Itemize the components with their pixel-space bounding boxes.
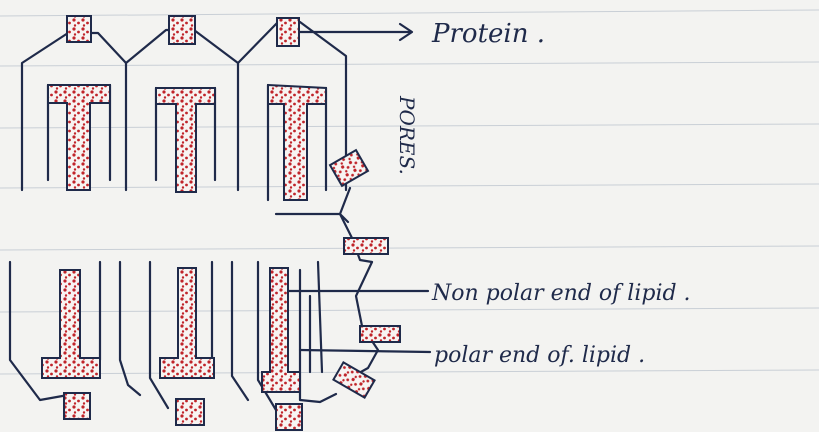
lower-t-protein-2	[159, 267, 215, 379]
protein-top-2	[168, 15, 196, 45]
pore-protein-3	[359, 325, 401, 343]
notebook-rules	[0, 9, 819, 375]
lower-lipid-outline-2	[148, 260, 250, 410]
lower-lipid-outline-1	[8, 260, 142, 402]
pore-protein-1	[328, 148, 370, 188]
upper-t-protein-3	[267, 83, 327, 201]
polar-label: polar end of. lipid .	[434, 343, 645, 368]
polar-arrow	[298, 348, 432, 354]
upper-t-protein-2	[155, 87, 216, 193]
protein-bottom-3	[275, 403, 303, 431]
protein-bottom-2	[175, 398, 205, 426]
pore-protein-4	[332, 360, 376, 400]
lower-t-protein-3	[261, 267, 301, 393]
pores-label-text: PORES.	[395, 95, 419, 175]
protein-top-3	[276, 17, 300, 47]
lower-t-protein-1	[41, 269, 101, 379]
protein-label: Protein .	[431, 19, 545, 49]
pores-label: PORES.	[395, 95, 419, 175]
lower-lipid-outline-3	[256, 260, 338, 412]
non-polar-label: Non polar end of lipid .	[431, 281, 691, 306]
upper-t-protein-1	[47, 84, 111, 191]
protein-arrow-head	[398, 22, 414, 42]
pore-channel-3	[308, 260, 324, 374]
pore-protein-2	[343, 237, 389, 255]
pore-channel-2	[348, 260, 380, 380]
protein-bottom-1	[63, 392, 91, 420]
protein-top-1	[66, 15, 92, 43]
